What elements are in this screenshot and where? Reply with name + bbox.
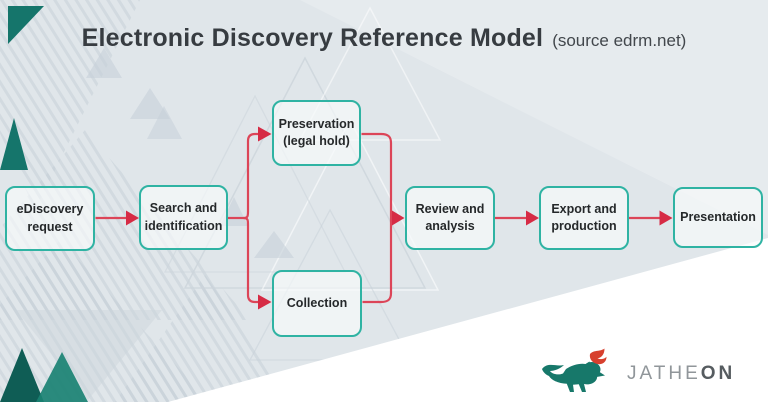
node-label: Search and identification [144,201,223,233]
page-title: Electronic Discovery Reference Model (sou… [0,24,768,53]
arrowhead [659,210,673,226]
title-source: (source edrm.net) [552,31,687,50]
node-label: Presentation [680,209,756,224]
node-search-and-identification: Search and identification [139,185,228,250]
node-label: Preservation (legal hold) [278,116,355,149]
fox-icon [542,348,607,392]
node-label: Export and production [551,201,617,234]
arrowhead [526,210,539,226]
bracket-merge [361,132,393,304]
bracket-split-upper [243,132,258,220]
node-review-and-analysis: Review and analysis [405,186,495,250]
brand-wordmark: JATHEON [627,363,735,385]
node-collection: Collection [272,270,362,337]
arrowhead [392,210,405,226]
arrowhead [258,294,272,310]
node-label: Collection [286,295,348,310]
jatheon-logo: JATHEON [540,347,755,397]
wordmark-suffix: ON [700,363,736,384]
arrowhead [126,210,139,226]
node-export-and-production: Export and production [539,186,629,250]
node-label: eDiscovery request [16,202,84,234]
title-text: Electronic Discovery Reference Model [81,24,544,52]
node-preservation-legal-hold: Preservation (legal hold) [272,100,361,166]
node-label: Review and analysis [415,201,485,234]
bracket-split-lower [243,216,258,304]
wordmark-prefix: JATHE [627,363,701,384]
arrowhead [258,126,272,142]
node-presentation: Presentation [673,187,763,248]
node-ediscovery-request: eDiscovery request [5,186,95,251]
